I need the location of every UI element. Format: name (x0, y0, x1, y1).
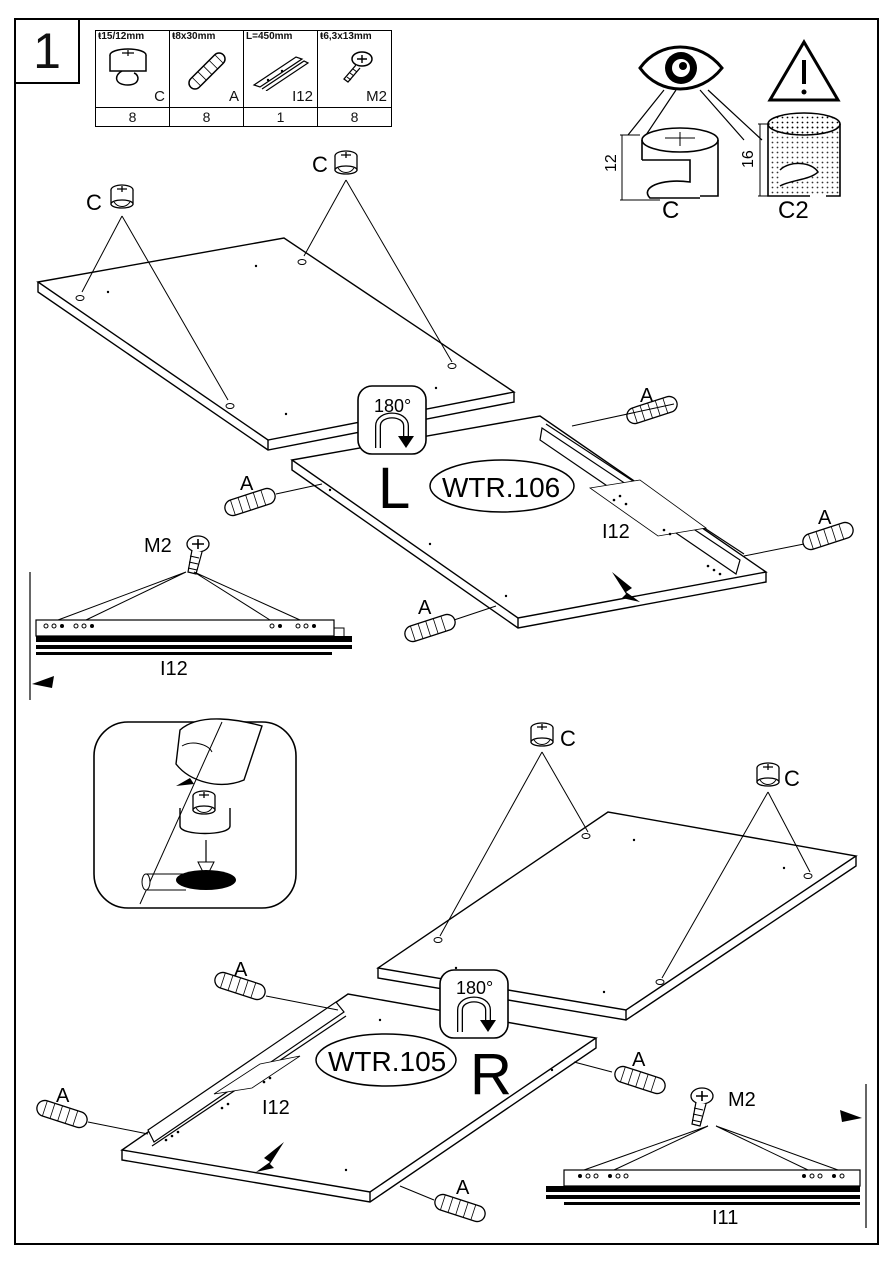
part-code: C (154, 88, 165, 105)
top-panel-front (290, 415, 768, 629)
part-qty: 1 (243, 107, 318, 127)
screw-label: M2 (144, 535, 172, 557)
runner-detail-top (29, 572, 352, 700)
dowel-label: A (818, 507, 832, 529)
screw-label: M2 (728, 1089, 756, 1111)
bottom-panel-front (120, 993, 598, 1203)
parts-table: ŧ15/12mm C ŧ8x30mm A L=450mm (95, 30, 392, 127)
screw-icon (343, 51, 373, 83)
dowel-label: A (640, 385, 654, 407)
part-qty: 8 (317, 107, 392, 127)
top-panel-back (36, 237, 516, 451)
page-frame (14, 18, 879, 1245)
drawer-runner-icon (252, 56, 310, 91)
cam-label: C (560, 726, 576, 751)
screw-icon (186, 535, 210, 575)
part-dimension: L=450mm (246, 31, 293, 42)
runner-detail-label: I11 (712, 1207, 738, 1229)
eye-icon (638, 45, 724, 91)
cam-lock-icon (334, 150, 358, 175)
cam-label: C (86, 190, 102, 215)
dowel-label: A (456, 1177, 470, 1199)
part-code: M2 (366, 88, 387, 105)
warning-icon (767, 39, 841, 102)
side-label: L (378, 456, 410, 521)
panel-code-oval (429, 459, 575, 513)
step-number: 1 (14, 18, 80, 84)
dowel-label: A (240, 473, 254, 495)
panel-code: WTR.105 (328, 1046, 446, 1077)
rotation-label: 180° (456, 978, 493, 998)
cam-lock-icon (110, 184, 134, 209)
dimension-c: 12 (603, 154, 620, 172)
rotation-label: 180° (374, 396, 411, 416)
part-dimension: ŧ15/12mm (98, 31, 145, 42)
dimension-c2: 16 (740, 150, 757, 168)
cam-lock-c2-detail (758, 112, 841, 197)
screw-icon (690, 1087, 714, 1127)
part-dimension: ŧ6,3x13mm (320, 31, 372, 42)
runner-detail-bottom (546, 1084, 867, 1228)
part-dimension: ŧ8x30mm (172, 31, 216, 42)
cam-lock-detail (620, 127, 719, 201)
bottom-panel-back (376, 811, 858, 1021)
cam-label: C (784, 766, 800, 791)
panel-code-oval (315, 1033, 457, 1087)
side-label: R (470, 1042, 512, 1107)
runner-detail-label: I12 (160, 658, 188, 680)
part-code: I12 (292, 88, 313, 105)
cam-label: C (312, 152, 328, 177)
cam-lock-icon (756, 762, 780, 787)
label-c: C (662, 197, 679, 224)
runner-label: I12 (262, 1097, 290, 1119)
runner-label: I12 (602, 521, 630, 543)
cam-lock-icon (530, 722, 554, 747)
dowel-label: A (56, 1085, 70, 1107)
label-c2: C2 (778, 197, 809, 224)
cam-lock-icon (109, 48, 147, 86)
dowel-label: A (418, 597, 432, 619)
panel-code: WTR.106 (442, 472, 560, 503)
part-cell-runner: L=450mm I12 (243, 30, 318, 108)
dowel-icon (188, 52, 226, 90)
part-code: A (228, 88, 239, 105)
finger-press-detail (93, 718, 297, 909)
dowel-label: A (234, 959, 248, 981)
dowel-label: A (632, 1049, 646, 1071)
part-cell-cam: ŧ15/12mm C (95, 30, 170, 108)
